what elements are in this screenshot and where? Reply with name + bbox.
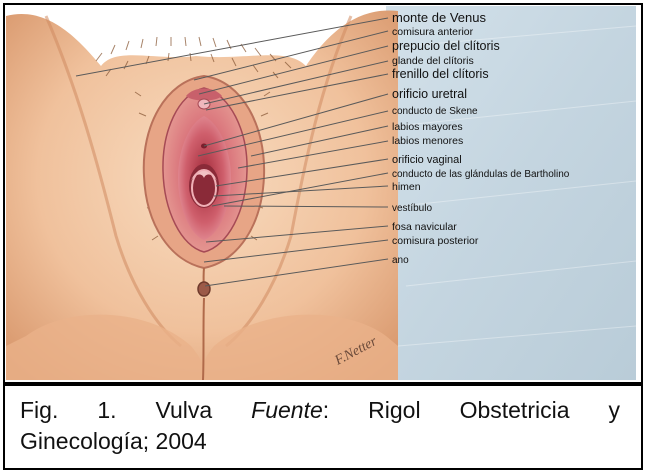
caption-source: Fuente: xyxy=(251,395,329,426)
label-himen: himen xyxy=(392,181,421,193)
caption-fig: Fig. xyxy=(20,395,58,426)
caption-source-label: Fuente xyxy=(251,397,323,423)
figure-caption: Fig. 1. Vulva Fuente: Rigol Obstetricia … xyxy=(20,395,620,457)
label-comisura-anterior: comisura anterior xyxy=(392,26,474,38)
label-labios-mayores: labios mayores xyxy=(392,121,463,133)
label-frenillo-del-clitoris: frenillo del clítoris xyxy=(392,67,489,81)
caption-word-y: y xyxy=(608,395,620,426)
label-conducto-de-skene: conducto de Skene xyxy=(392,106,478,117)
caption-word-rigol: Rigol xyxy=(368,395,420,426)
label-fosa-navicular: fosa navicular xyxy=(392,221,457,233)
label-vestibulo: vestíbulo xyxy=(392,203,432,214)
caption-word-obstetricia: Obstetricia xyxy=(460,395,570,426)
caption-number: 1. xyxy=(97,395,116,426)
caption-line-2: Ginecología; 2004 xyxy=(20,426,620,457)
caption-line-1: Fig. 1. Vulva Fuente: Rigol Obstetricia … xyxy=(20,395,620,426)
label-labios-menores: labios menores xyxy=(392,135,463,147)
illustration-svg: monte de Venus comisura anterior prepuci… xyxy=(6,6,636,380)
caption-divider xyxy=(3,382,643,386)
label-glande-del-clitoris: glande del clítoris xyxy=(392,55,474,67)
anatomical-illustration: monte de Venus comisura anterior prepuci… xyxy=(6,6,636,380)
label-orificio-uretral: orificio uretral xyxy=(392,87,467,101)
label-prepucio-del-clitoris: prepucio del clítoris xyxy=(392,39,500,53)
caption-colon: : xyxy=(323,397,329,423)
label-ano: ano xyxy=(392,255,409,266)
gluteal-cleft xyxy=(203,298,204,380)
label-comisura-posterior: comisura posterior xyxy=(392,235,479,247)
label-monte-de-venus: monte de Venus xyxy=(392,10,486,25)
label-orificio-vaginal: orificio vaginal xyxy=(392,154,462,166)
caption-title: Vulva xyxy=(156,395,213,426)
label-conducto-bartholino: conducto de las glándulas de Bartholino xyxy=(392,169,570,180)
anus xyxy=(198,282,210,296)
